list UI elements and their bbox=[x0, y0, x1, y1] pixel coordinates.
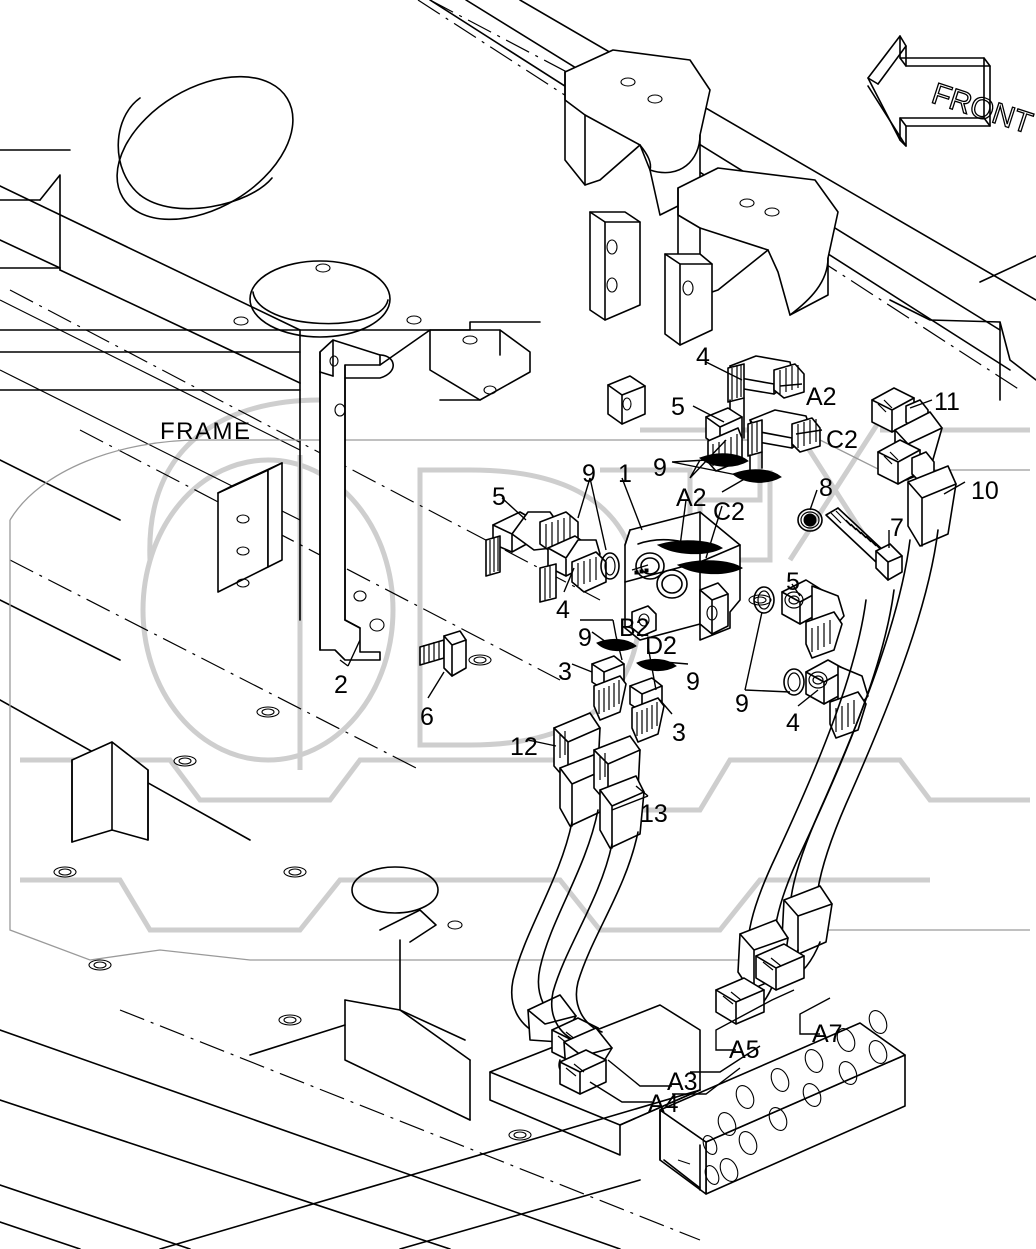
callout-13: 13 bbox=[640, 800, 668, 828]
callout-c2-mid: C2 bbox=[713, 498, 745, 526]
valve-manifold-block-1 bbox=[624, 511, 743, 641]
leader-lines bbox=[339, 361, 966, 1103]
callout-a5: A5 bbox=[729, 1036, 760, 1064]
callout-9-a: 9 bbox=[653, 454, 667, 482]
callout-12: 12 bbox=[510, 733, 538, 761]
o-ring-9-left bbox=[600, 552, 620, 580]
lower-deck-oval bbox=[351, 866, 439, 914]
callout-a3: A3 bbox=[667, 1068, 698, 1096]
callout-8: 8 bbox=[819, 474, 833, 502]
frame-label: FRAME bbox=[160, 418, 252, 445]
o-ring-9-a2 bbox=[699, 453, 749, 467]
callout-a2-mid: A2 bbox=[676, 484, 707, 512]
callout-5-top: 5 bbox=[671, 393, 685, 421]
bracket-holes bbox=[677, 1010, 888, 1186]
long-hex-bolt-7 bbox=[825, 507, 903, 581]
callout-a2-top: A2 bbox=[806, 383, 837, 411]
perforated-channel-bracket bbox=[659, 1010, 906, 1195]
upper-brackets bbox=[417, 0, 1036, 425]
o-ring-9-b2 bbox=[596, 638, 637, 651]
spacer-block-left bbox=[589, 211, 641, 321]
callout-6: 6 bbox=[420, 703, 434, 731]
callout-d2: D2 bbox=[645, 632, 677, 660]
elbow-fitting-top-4 bbox=[727, 355, 805, 441]
callout-5-left: 5 bbox=[492, 483, 506, 511]
right-hose-bundle bbox=[715, 529, 939, 1025]
callout-a7: A7 bbox=[812, 1020, 843, 1048]
callout-2: 2 bbox=[334, 671, 348, 699]
elbow-fitting-5-right bbox=[781, 579, 845, 659]
adapter-3-right bbox=[629, 677, 665, 743]
callout-1: 1 bbox=[618, 460, 632, 488]
callout-4-left: 4 bbox=[556, 596, 570, 624]
callout-3-left: 3 bbox=[558, 658, 572, 686]
callout-9-e: 9 bbox=[735, 690, 749, 718]
callout-c2-top: C2 bbox=[826, 426, 858, 454]
callout-7: 7 bbox=[890, 514, 904, 542]
left-plate-block bbox=[217, 462, 283, 593]
callout-4-top: 4 bbox=[696, 343, 710, 371]
adapter-3-left bbox=[591, 655, 627, 721]
callout-9-b: 9 bbox=[582, 460, 596, 488]
callout-11: 11 bbox=[934, 388, 960, 416]
hex-bolt-6 bbox=[419, 630, 467, 677]
hose-assembly-13 bbox=[551, 735, 645, 1095]
hose-assembly-12 bbox=[511, 712, 605, 1063]
callout-3-right: 3 bbox=[672, 719, 686, 747]
elbow-fitting-5-left bbox=[485, 511, 579, 577]
o-ring-9-right-upper bbox=[753, 586, 775, 614]
small-block bbox=[607, 375, 646, 425]
cylinder-boss bbox=[116, 75, 294, 221]
angle-bracket bbox=[71, 741, 149, 843]
hose-end-fitting-10 bbox=[877, 439, 957, 547]
bracket-upper-left bbox=[564, 49, 711, 216]
front-arrow-marker: FRONT bbox=[867, 35, 1036, 147]
callout-10: 10 bbox=[971, 477, 999, 505]
callout-5-right: 5 bbox=[786, 568, 800, 596]
elbow-fitting-top-5 bbox=[747, 409, 821, 471]
frame-holes bbox=[53, 263, 772, 1141]
elbow-fitting-4-left bbox=[539, 535, 607, 603]
callout-b2: B2 bbox=[619, 614, 650, 642]
callout-a4: A4 bbox=[648, 1090, 679, 1118]
callout-4-right: 4 bbox=[786, 709, 800, 737]
o-ring-9-right-lower bbox=[783, 668, 805, 696]
deck-recess bbox=[249, 260, 391, 338]
bracket-upper-right bbox=[677, 167, 839, 316]
callout-9-c: 9 bbox=[578, 624, 592, 652]
spacer-block-right bbox=[664, 253, 713, 346]
callout-9-d: 9 bbox=[686, 668, 700, 696]
washer-8 bbox=[797, 508, 823, 532]
